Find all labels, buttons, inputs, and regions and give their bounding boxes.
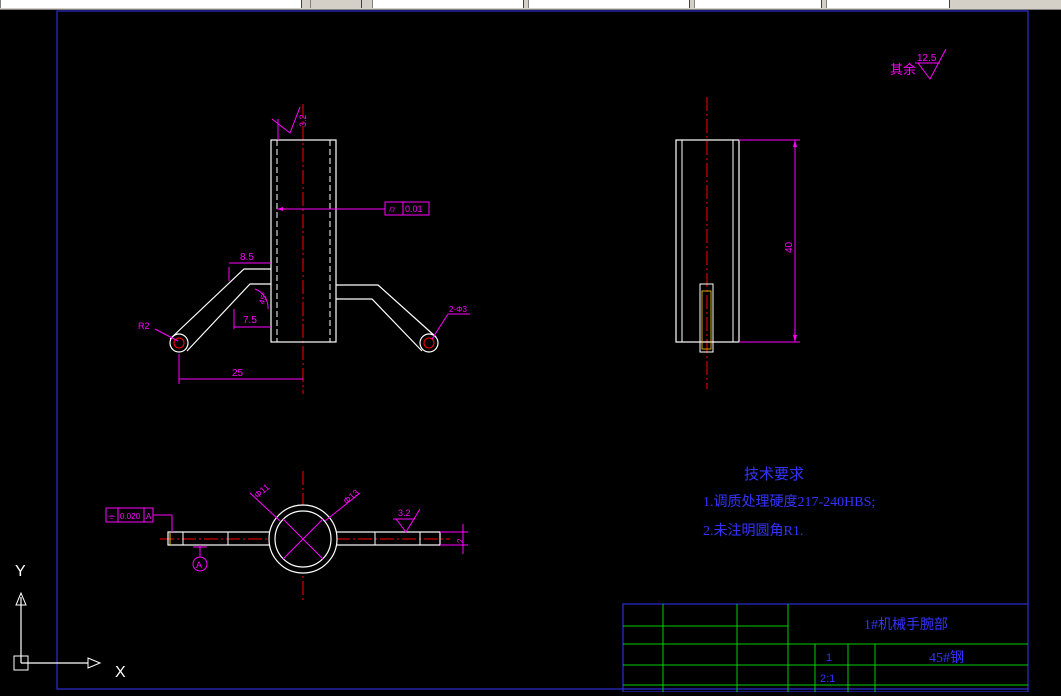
radius-label: R2 (138, 321, 150, 331)
ucs-y-label: Y (15, 563, 26, 580)
title-block: 1#机械手腕部 45#钢 2:1 1 (622, 603, 1029, 693)
title-block-name: 1#机械手腕部 (864, 617, 948, 633)
parallel-datum: A (146, 512, 152, 521)
toolbar-field[interactable] (0, 0, 302, 8)
thickness-dim: 2 (456, 538, 465, 543)
color-dropdown[interactable] (528, 0, 690, 8)
cad-drawing[interactable]: 其余 12.5 3.2 ⌭ 0.01 8.5 (0, 9, 1061, 693)
dia-inner-label: Φ11 (252, 482, 271, 500)
roughness-other-value: 12.5 (917, 53, 937, 64)
dia-outer-label: Φ13 (341, 487, 361, 506)
dim-7-5: 7.5 (243, 315, 257, 326)
ucs-icon: Y X (13, 563, 126, 681)
lineweight-dropdown[interactable] (826, 0, 950, 8)
roughness-other-prefix: 其余 (890, 62, 916, 77)
title-block-material: 45#钢 (929, 650, 964, 666)
front-view: 3.2 ⌭ 0.01 8.5 7.5 45° 25 R2 2-Φ3 (138, 104, 470, 394)
title-block-qty: 1 (826, 652, 832, 664)
svg-text:⌯: ⌯ (108, 511, 116, 521)
tech-requirements: 技术要求 1.调质处理硬度217-240HBS; 2.未注明圆角R1. (703, 466, 875, 539)
bottom-view: ⌯ 0.020 A A Φ11 Φ13 3.2 2 (105, 471, 468, 601)
side-height-dim: 40 (784, 241, 795, 253)
top-toolbar-strip (0, 0, 1061, 10)
dim-25: 25 (232, 368, 244, 379)
svg-text:⌭: ⌭ (389, 204, 396, 214)
tech-req-item-1: 1.调质处理硬度217-240HBS; (703, 494, 875, 510)
angle-label: 45° (257, 291, 270, 305)
layer-dropdown[interactable] (372, 0, 524, 8)
runout-tolerance-value: 0.01 (405, 204, 423, 214)
roughness-other-symbol: 其余 12.5 (890, 48, 947, 80)
toolbar-icons[interactable] (310, 0, 362, 8)
tech-req-title: 技术要求 (744, 466, 804, 483)
holes-label: 2-Φ3 (449, 305, 467, 314)
datum-label: A (196, 560, 202, 570)
side-view: 40 (675, 97, 800, 389)
bottom-roughness-value: 3.2 (398, 508, 411, 518)
dim-8-5: 8.5 (240, 252, 254, 263)
tech-req-item-2: 2.未注明圆角R1. (703, 523, 803, 539)
title-block-scale: 2:1 (820, 673, 835, 685)
linetype-dropdown[interactable] (694, 0, 822, 8)
parallel-tolerance-value: 0.020 (120, 512, 141, 521)
drawing-canvas[interactable]: 其余 12.5 3.2 ⌭ 0.01 8.5 (0, 9, 1061, 693)
drawing-border (56, 10, 1029, 690)
roughness-top-value: 3.2 (298, 114, 308, 127)
ucs-x-label: X (115, 664, 126, 681)
